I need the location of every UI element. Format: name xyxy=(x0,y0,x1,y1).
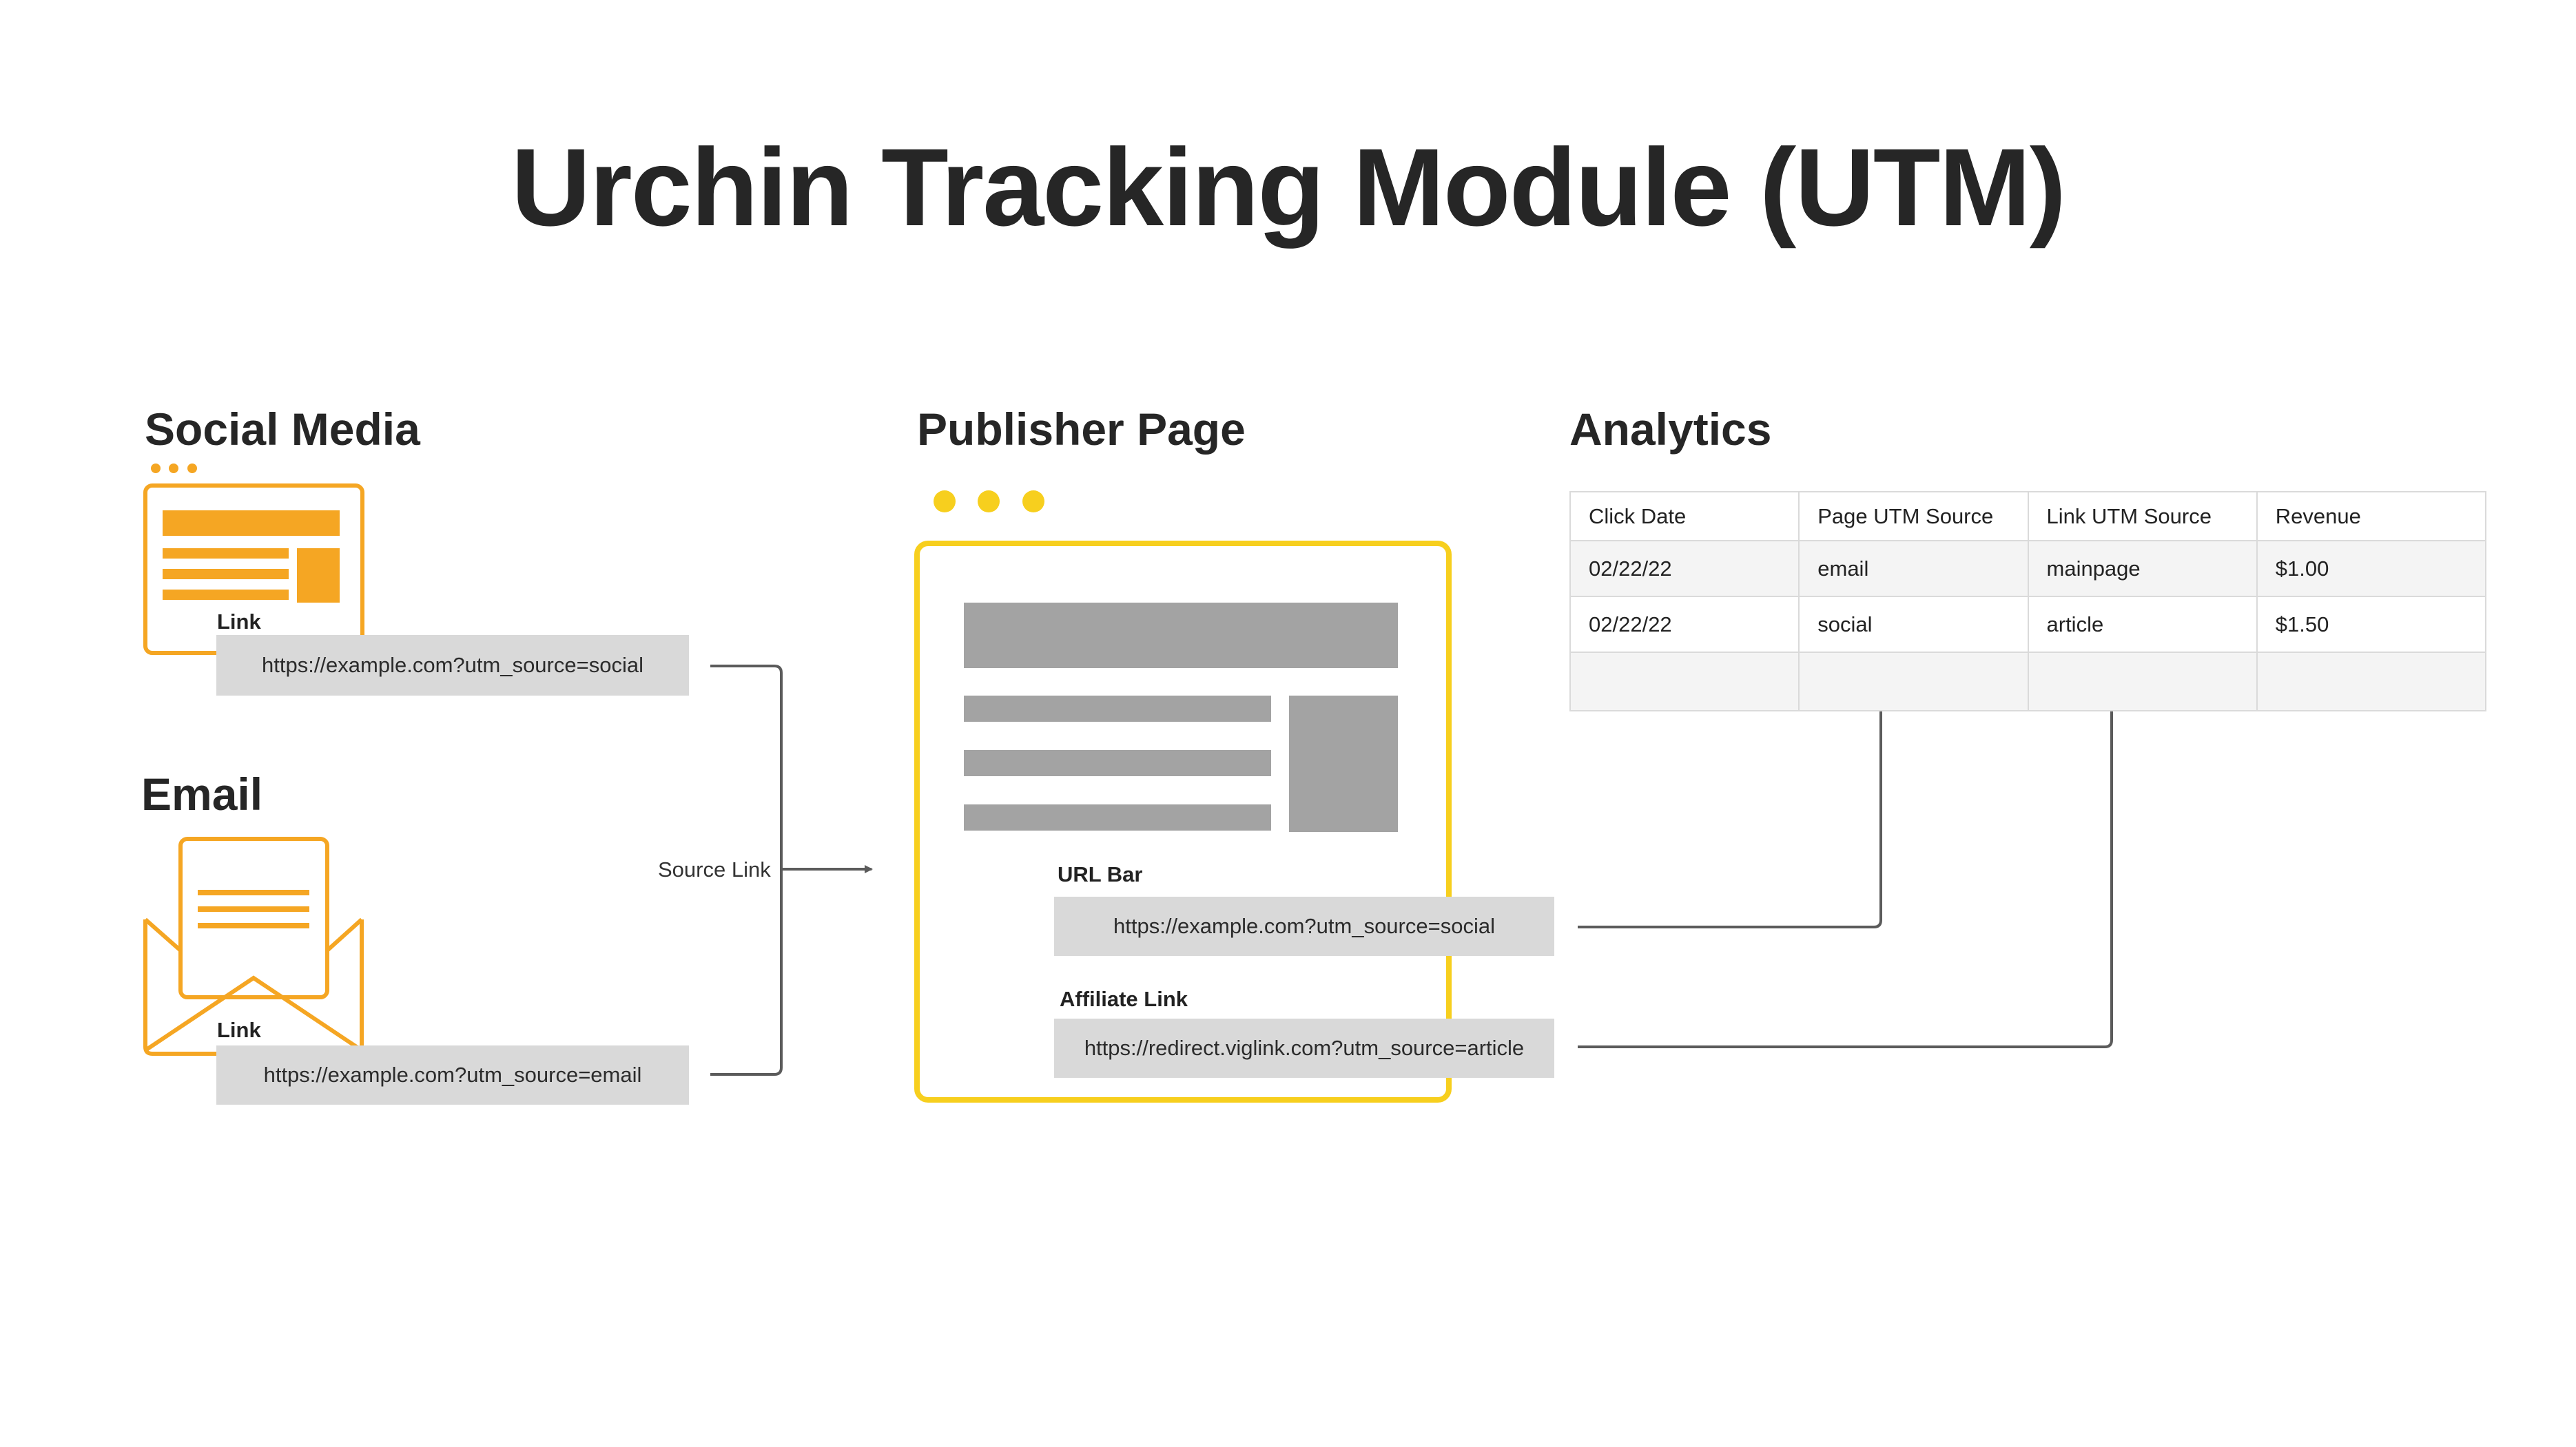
table-cell: mainpage xyxy=(2027,540,2258,597)
affiliate-to-link-source-arrow xyxy=(1578,682,2116,1048)
table-cell: email xyxy=(1798,540,2029,597)
column-header-revenue: Revenue xyxy=(2256,491,2487,541)
social-link-label: Link xyxy=(217,610,261,634)
table-cell xyxy=(1569,652,1800,711)
source-link-connector xyxy=(710,665,873,1076)
table-row: 02/22/22 social article $1.50 xyxy=(1569,596,2487,653)
table-row: 02/22/22 email mainpage $1.00 xyxy=(1569,540,2487,597)
url-bar-label: URL Bar xyxy=(1058,862,1143,886)
diagram-title: Urchin Tracking Module (UTM) xyxy=(511,125,2066,249)
column-header-click-date: Click Date xyxy=(1569,491,1800,541)
table-cell: 02/22/22 xyxy=(1569,540,1800,597)
table-cell: $1.00 xyxy=(2256,540,2487,597)
email-heading: Email xyxy=(141,769,263,820)
affiliate-link-label: Affiliate Link xyxy=(1060,987,1188,1011)
source-link-label: Source Link xyxy=(658,857,771,882)
url-bar[interactable]: https://example.com?utm_source=social xyxy=(1054,897,1554,956)
table-row xyxy=(1569,652,2487,711)
affiliate-link-box[interactable]: https://redirect.viglink.com?utm_source=… xyxy=(1054,1019,1554,1078)
table-cell xyxy=(2027,652,2258,711)
table-cell: 02/22/22 xyxy=(1569,596,1800,653)
email-link-label: Link xyxy=(217,1018,261,1042)
column-header-link-utm-source: Link UTM Source xyxy=(2027,491,2258,541)
social-media-heading: Social Media xyxy=(145,404,420,455)
table-cell: article xyxy=(2027,596,2258,653)
table-cell: $1.50 xyxy=(2256,596,2487,653)
table-cell xyxy=(2256,652,2487,711)
publisher-window xyxy=(914,490,1452,1103)
email-url-box[interactable]: https://example.com?utm_source=email xyxy=(216,1045,689,1105)
window-dot-icon xyxy=(978,490,1000,512)
window-dot-icon xyxy=(934,490,956,512)
analytics-heading: Analytics xyxy=(1569,404,1772,455)
window-dot-icon xyxy=(1022,490,1044,512)
publisher-page-heading: Publisher Page xyxy=(917,404,1246,455)
column-header-page-utm-source: Page UTM Source xyxy=(1798,491,2029,541)
analytics-table: Click Date Page UTM Source Link UTM Sour… xyxy=(1569,491,2487,711)
table-header-row: Click Date Page UTM Source Link UTM Sour… xyxy=(1569,491,2487,541)
table-cell xyxy=(1798,652,2029,711)
url-bar-to-page-source-arrow xyxy=(1578,677,1885,928)
table-cell: social xyxy=(1798,596,2029,653)
social-url-box[interactable]: https://example.com?utm_source=social xyxy=(216,635,689,696)
